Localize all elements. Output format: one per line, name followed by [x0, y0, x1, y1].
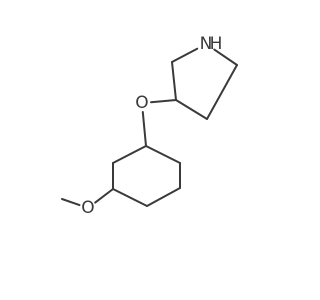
bond-c6-c7 — [112, 145, 147, 164]
bond-c5-n1 — [213, 48, 238, 66]
bond-n1-c2 — [171, 47, 199, 63]
bond-c11-c6 — [145, 145, 181, 164]
atom-label-h1: H — [210, 34, 223, 54]
molecule-diagram: NH O O — [61, 34, 238, 218]
bond-c8-c9 — [112, 188, 148, 207]
bond-c4-c5 — [206, 64, 238, 120]
bond-layer — [61, 47, 238, 207]
bond-c3-c4 — [175, 99, 208, 120]
bond-c2-c3 — [171, 61, 177, 101]
atom-label-n1: N — [200, 34, 213, 54]
atom-label-layer: NH O O — [81, 34, 222, 218]
bond-c3-o1 — [150, 99, 177, 104]
bond-o2-c12 — [61, 198, 81, 207]
bond-c9-c10 — [146, 187, 181, 207]
atom-label-o2: O — [81, 198, 94, 218]
bond-c8-o2 — [94, 188, 114, 204]
bond-o1-c6 — [141, 111, 147, 147]
atom-label-o1: O — [135, 93, 148, 113]
